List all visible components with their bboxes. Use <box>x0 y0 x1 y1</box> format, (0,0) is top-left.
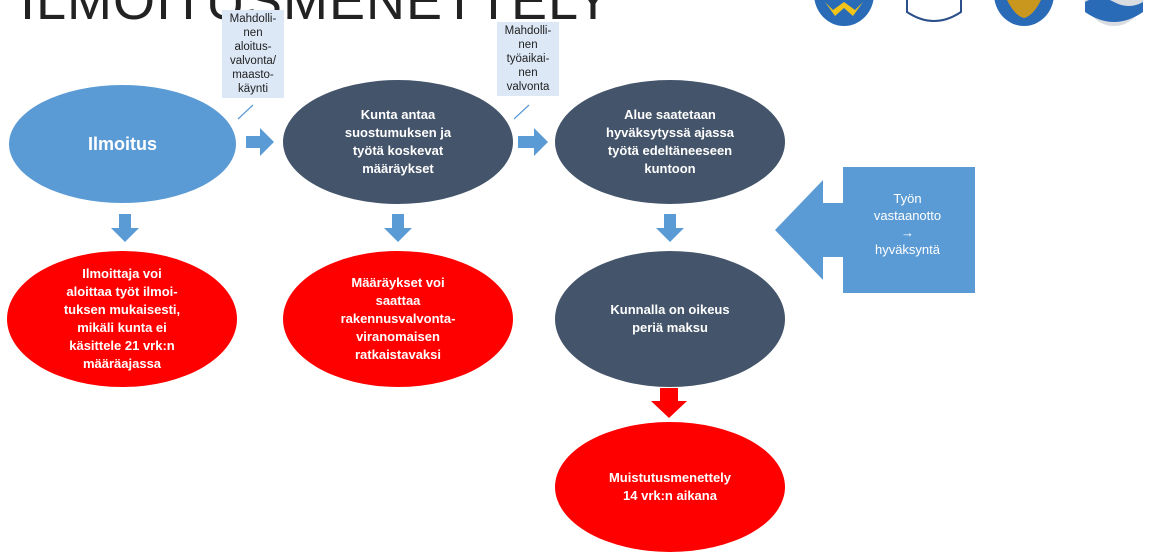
worktime-supervision-note: Mahdolli- nen työaikai- nen valvonta <box>497 22 559 96</box>
reminder-label: Muistutusmenettely 14 vrk:n aikana <box>608 470 732 503</box>
coat-of-arms-icon <box>814 0 874 26</box>
right-arrow-icon <box>518 128 548 156</box>
bird-crest-icon <box>994 0 1054 26</box>
connector-line <box>237 104 254 120</box>
start-right-node: Ilmoittaja voi aloittaa työt ilmoi- tuks… <box>7 251 237 387</box>
ilmoitus-label: Ilmoitus <box>87 133 157 154</box>
consent-label: Kunta antaa suostumuksen ja työtä koskev… <box>344 107 452 176</box>
municipal-logos <box>793 0 1153 32</box>
down-arrow-icon <box>651 388 687 418</box>
fee-node: Kunnalla on oikeus periä maksu <box>555 251 785 387</box>
appeal-label: Määräykset voi saattaa rakennusvalvonta-… <box>340 275 456 362</box>
acceptance-callout <box>775 167 975 293</box>
down-arrow-icon <box>111 214 139 242</box>
fee-label: Kunnalla on oikeus periä maksu <box>610 302 730 335</box>
restore-node: Alue saatetaan hyväksytyssä ajassa työtä… <box>555 80 785 204</box>
start-supervision-note: Mahdolli- nen aloitus- valvonta/ maasto-… <box>222 10 284 98</box>
connector-line <box>513 104 530 120</box>
right-arrow-icon <box>246 128 274 156</box>
restore-label: Alue saatetaan hyväksytyssä ajassa työtä… <box>606 107 734 176</box>
consent-node: Kunta antaa suostumuksen ja työtä koskev… <box>283 80 513 204</box>
start-right-label: Ilmoittaja voi aloittaa työt ilmoi- tuks… <box>63 266 181 371</box>
down-arrow-icon <box>384 214 412 242</box>
down-arrow-icon <box>656 214 684 242</box>
reminder-node: Muistutusmenettely 14 vrk:n aikana <box>555 422 785 552</box>
acceptance-callout-label: Työn vastaanotto → hyväksyntä <box>873 191 942 257</box>
appeal-node: Määräykset voi saattaa rakennusvalvonta-… <box>283 251 513 387</box>
ilmoitus-node: Ilmoitus <box>9 85 236 203</box>
shield-icon <box>906 0 962 22</box>
wave-crest-icon <box>1084 0 1144 26</box>
